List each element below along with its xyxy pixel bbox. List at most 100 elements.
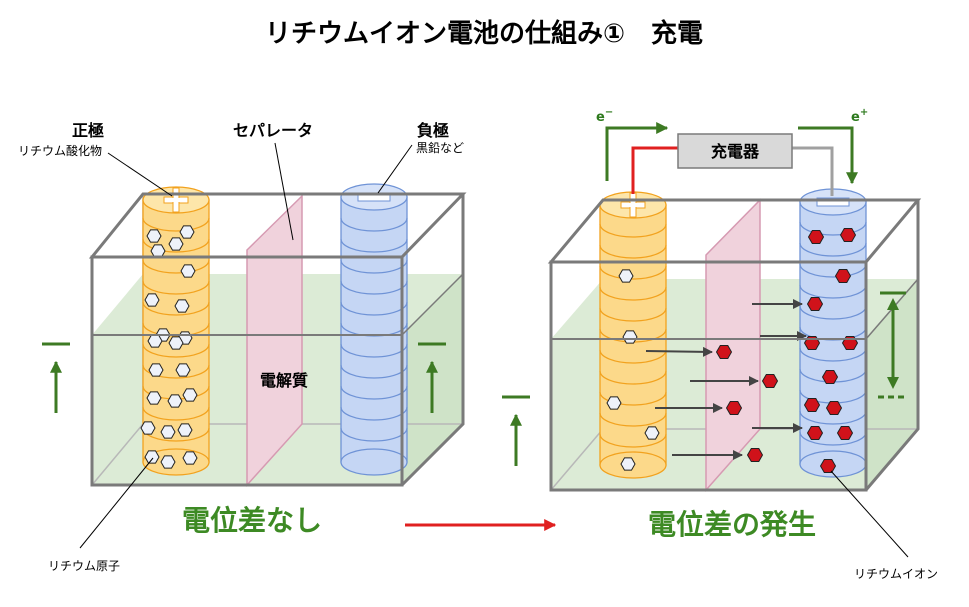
positive-label: 正極 — [72, 121, 104, 140]
electrode-ring — [340, 217, 408, 232]
right-box-front — [549, 260, 868, 492]
electrode-ring — [599, 433, 667, 448]
right-level-indicator-positive — [502, 395, 530, 466]
lithium-atom — [179, 225, 195, 239]
electrode-ring — [142, 280, 210, 295]
lithium-atom — [182, 388, 198, 402]
charger-label: 充電器 — [711, 142, 760, 161]
left-level-indicator-1 — [42, 342, 70, 413]
electrode-ring — [599, 265, 667, 280]
electrode-ring — [599, 286, 667, 301]
left-caption: 電位差なし — [182, 504, 322, 537]
electrode-ring — [142, 238, 210, 253]
electrode-ring — [599, 223, 667, 238]
lithium-atom — [168, 336, 184, 350]
lithium-atom — [160, 455, 176, 469]
right-box-right — [864, 200, 920, 491]
lithium-ion — [806, 426, 824, 440]
right-positive-electrode — [599, 191, 667, 479]
ion-label: リチウムイオン — [854, 567, 938, 581]
right-caption: 電位差の発生 — [648, 508, 816, 541]
left-box-right — [400, 194, 465, 487]
electrode-ring — [142, 406, 210, 421]
lithium-ion — [834, 269, 852, 283]
lithium-atom — [167, 394, 183, 408]
lithium-ion — [839, 228, 857, 242]
electrode-ring — [340, 301, 408, 316]
left-level-indicator-2 — [418, 342, 446, 413]
electrode-ring — [799, 284, 867, 299]
lithium-atom — [606, 396, 622, 410]
electrode-ring — [799, 431, 867, 446]
separator-label: セパレータ — [233, 121, 313, 140]
lithium-ion — [821, 370, 839, 384]
left-separator — [246, 194, 303, 487]
left-electrolyte-line-side — [401, 273, 464, 336]
atom-leader-line — [79, 457, 154, 549]
lithium-atom — [146, 229, 162, 243]
electrode-ring — [599, 391, 667, 406]
electron-label-right: e+ — [851, 107, 868, 125]
lithium-atom — [177, 423, 193, 437]
electrode-ring — [340, 385, 408, 400]
electrode-ring — [799, 410, 867, 425]
charger-box — [677, 133, 793, 169]
lithium-ion — [825, 401, 843, 415]
lithium-ion — [803, 398, 821, 412]
left-positive-electrode — [140, 186, 210, 476]
plus-icon — [163, 187, 189, 213]
electrode-ring — [340, 427, 408, 442]
lithium-atom — [148, 363, 164, 377]
electrode-ring — [142, 364, 210, 379]
lithium-atom — [147, 334, 163, 348]
negative-leader-line — [377, 144, 413, 194]
lithium-atom — [168, 237, 184, 251]
electrode-ring — [799, 305, 867, 320]
right-level-indicator-negative — [878, 291, 906, 399]
right-cell: 充電器 e− e+ リチウムイオン 電位差の発生 — [502, 107, 938, 581]
electrode-ring — [142, 259, 210, 274]
electrode-ring — [340, 238, 408, 253]
negative-sub-label: 黒鉛など — [416, 141, 464, 155]
electrode-ring — [340, 343, 408, 358]
negative-label: 負極 — [417, 121, 449, 140]
ion-motion-arrow — [645, 346, 713, 357]
diagram-title: リチウムイオン電池の仕組み① 充電 — [265, 18, 703, 49]
minus-icon — [816, 197, 850, 207]
charger-wire-negative — [792, 146, 834, 196]
electrode-ring — [142, 301, 210, 316]
electrode-ring — [340, 280, 408, 295]
lithium-ion — [746, 448, 764, 462]
electrode-ring — [599, 349, 667, 364]
electron-flow-in-arrow — [798, 126, 858, 185]
electrode-ring — [799, 242, 867, 257]
lithium-atom — [182, 451, 198, 465]
positive-leader-line — [107, 152, 173, 197]
lithium-ion — [819, 459, 837, 473]
lithium-atom — [175, 363, 191, 377]
lithium-atom — [144, 450, 160, 464]
separator-leader-line — [274, 142, 294, 241]
electrode-ring — [599, 412, 667, 427]
lithium-atom — [618, 269, 634, 283]
lithium-ion — [806, 297, 824, 311]
lithium-atom — [160, 425, 176, 439]
electrode-ring — [340, 364, 408, 379]
lithium-atom — [140, 421, 156, 435]
right-box-back-diag — [550, 428, 604, 491]
lithium-atom — [620, 457, 636, 471]
electrode-ring — [799, 347, 867, 362]
lithium-ion — [715, 345, 733, 359]
electrode-ring — [599, 307, 667, 322]
charger-wire-positive — [631, 146, 678, 194]
electron-label-left: e− — [596, 107, 613, 125]
electrolyte-label: 電解質 — [260, 371, 308, 390]
left-box-front — [90, 255, 404, 487]
left-box-back-diag — [91, 423, 144, 486]
lithium-atom — [150, 244, 166, 258]
electrode-ring — [799, 221, 867, 236]
lithium-atom — [146, 391, 162, 405]
electrode-ring — [340, 259, 408, 274]
lithium-atom — [622, 330, 638, 344]
lithium-atom — [180, 264, 196, 278]
